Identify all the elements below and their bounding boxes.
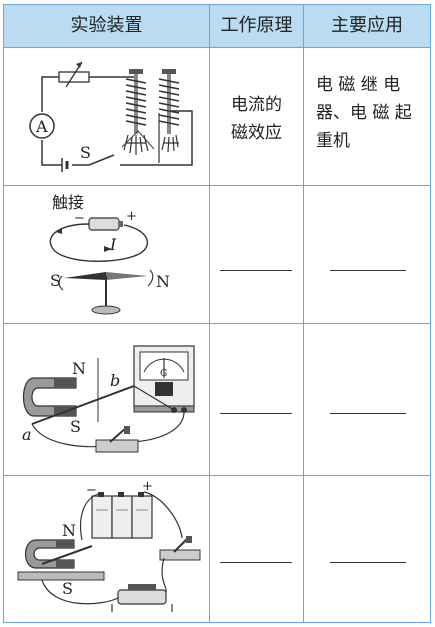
application-blank	[330, 413, 406, 414]
electromagnetic-induction-figure: G N S a b	[22, 345, 195, 453]
conductor-rod	[31, 385, 135, 425]
electromagnet-icon	[158, 69, 180, 153]
switch-label: S	[80, 143, 91, 162]
switch-icon	[159, 536, 201, 561]
north-label: N	[72, 359, 86, 378]
application-blank	[330, 562, 406, 563]
ammeter-label: A	[35, 117, 48, 136]
header-experiment-setup: 实验装置	[70, 15, 143, 36]
table-header: 实验装置 工作原理 主要应用	[4, 5, 430, 48]
minus-label: −	[86, 483, 97, 498]
application-blank	[330, 270, 406, 271]
electromagnet-circuit-figure: A S	[29, 61, 193, 172]
principle-blank	[220, 413, 292, 414]
application-cell: 电 磁 继 电 器、电 磁 起 重机	[316, 71, 426, 155]
horseshoe-magnet-icon	[17, 539, 105, 581]
south-label: S	[50, 271, 61, 290]
header-main-application: 主要应用	[331, 15, 403, 36]
principle-line: 电流的	[231, 95, 282, 115]
application-line: 器、电 磁 起	[316, 103, 412, 123]
label-b: b	[110, 371, 120, 390]
principle-line: 磁效应	[231, 123, 282, 143]
switch-icon	[95, 426, 139, 453]
south-label: S	[62, 579, 73, 598]
principle-blank	[220, 270, 292, 271]
wire-loop	[49, 223, 149, 262]
battery-icon: − +	[74, 209, 137, 231]
battery-pack-icon: − +	[86, 480, 153, 539]
application-line: 电 磁 继 电	[316, 75, 401, 95]
rheostat-icon	[111, 584, 173, 612]
north-label: N	[156, 272, 170, 291]
principle-cell: 电流的 磁效应	[210, 91, 303, 147]
oersted-experiment-figure: 触接 − + I S N	[49, 193, 170, 315]
principle-blank	[220, 562, 292, 563]
plus-label: +	[142, 480, 153, 494]
plus-label: +	[126, 209, 137, 224]
electromagnet-icon	[121, 69, 155, 155]
row-divider	[4, 475, 430, 476]
header-working-principle: 工作原理	[220, 15, 293, 36]
rheostat-icon	[58, 71, 90, 83]
ammeter-icon	[29, 113, 55, 139]
column-divider	[303, 5, 304, 622]
row-divider	[4, 323, 430, 324]
south-label: S	[70, 417, 81, 436]
row-divider	[4, 185, 430, 186]
minus-label: −	[74, 211, 85, 226]
column-divider	[209, 5, 210, 622]
north-label: N	[62, 521, 76, 540]
conductor-rod	[41, 545, 93, 565]
figure-title: 触接	[52, 193, 84, 212]
motor-principle-figure: − + N S	[17, 480, 201, 612]
galvanometer-icon: G	[133, 345, 195, 413]
compass-needle-icon	[64, 272, 148, 315]
experiment-table: 实验装置 工作原理 主要应用 A S	[3, 4, 431, 623]
label-a: a	[22, 425, 32, 444]
application-line: 重机	[316, 131, 350, 151]
current-label: I	[109, 235, 117, 254]
meter-label: G	[160, 369, 167, 379]
